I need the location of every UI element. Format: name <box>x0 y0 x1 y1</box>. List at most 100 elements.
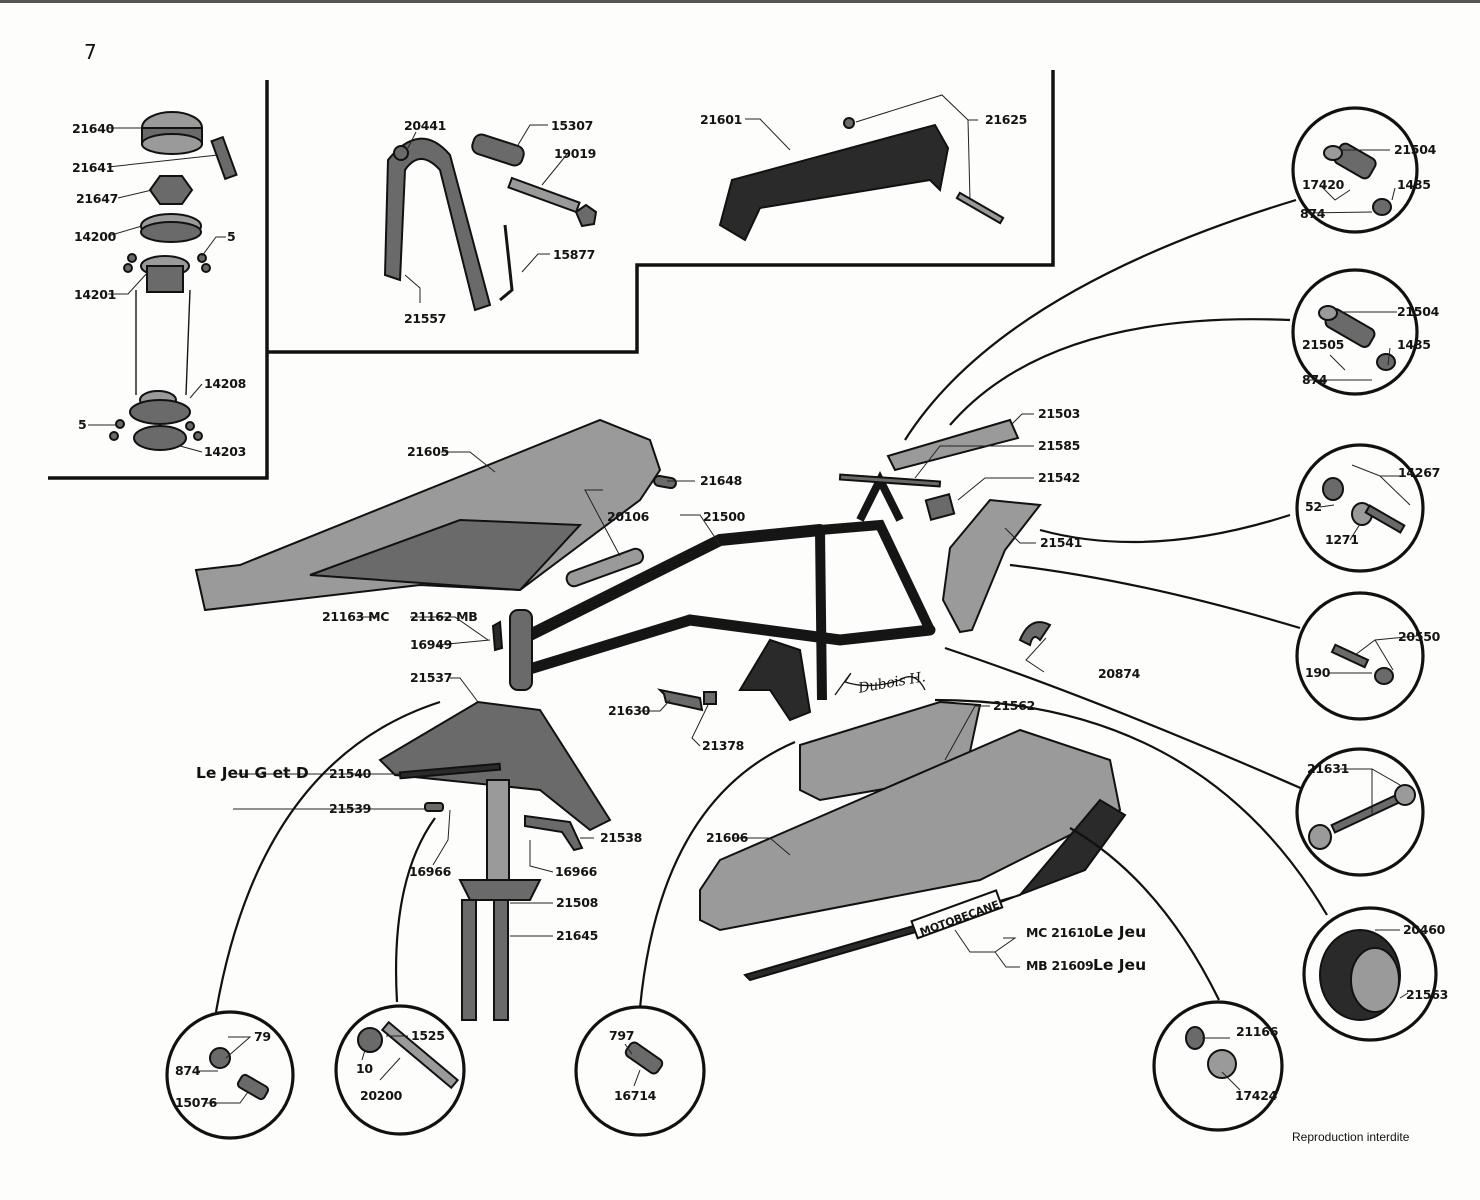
page-top-border <box>0 0 1480 3</box>
label-16966-left: 16966 <box>409 864 451 879</box>
note-le-jeu-g-et-d: Le Jeu G et D <box>196 764 309 782</box>
c1-label-21504: 21504 <box>1394 142 1436 157</box>
label-21162: 21162 MB <box>410 609 478 624</box>
c2-label-1485: 1485 <box>1397 337 1431 352</box>
part-21508-fork-stem <box>486 779 510 881</box>
part-20106-pin <box>565 547 645 588</box>
label-14208: 14208 <box>204 376 246 391</box>
part-14203-race <box>133 425 187 451</box>
label-21537: 21537 <box>410 670 452 685</box>
label-21640: 21640 <box>72 121 114 136</box>
label-21541: 21541 <box>1040 535 1082 550</box>
part-20441-bushing <box>393 145 409 161</box>
c7-label-15076: 15076 <box>175 1095 217 1110</box>
note-le-jeu-21610: Le Jeu <box>1093 923 1147 941</box>
part-21585-rod <box>838 473 942 488</box>
label-21625: 21625 <box>985 112 1027 127</box>
label-21163: 21163 MC <box>322 610 389 624</box>
label-21610-number: 21610 <box>1051 925 1094 940</box>
c2-label-21504: 21504 <box>1397 304 1439 319</box>
part-21601-carrier <box>718 123 950 242</box>
part-21647-nut <box>148 175 194 205</box>
part-21378 <box>703 691 717 705</box>
footer-reproduction-notice: Reproduction interdite <box>1292 1130 1410 1144</box>
note-le-jeu-21609: Le Jeu <box>1093 956 1147 974</box>
label-21503: 21503 <box>1038 406 1080 421</box>
label-5-bottom: 5 <box>78 417 87 432</box>
label-21538: 21538 <box>600 830 642 845</box>
c2-label-874: 874 <box>1302 372 1328 387</box>
label-21601: 21601 <box>700 112 742 127</box>
label-14201: 14201 <box>74 287 116 302</box>
label-16949: 16949 <box>410 637 452 652</box>
c10-label-17424: 17424 <box>1235 1088 1277 1103</box>
label-21610: MC 21610 <box>1026 926 1093 940</box>
part-15307-spacer <box>471 133 525 167</box>
variant-mb: MB <box>456 609 478 624</box>
variant-mc: MC <box>368 609 390 624</box>
headset-parts <box>88 111 238 453</box>
label-21641: 21641 <box>72 160 114 175</box>
label-16966-right: 16966 <box>555 864 597 879</box>
stand-parts <box>383 124 598 312</box>
main-parts <box>194 413 1127 1021</box>
label-15877: 15877 <box>553 247 595 262</box>
part-21648 <box>653 474 677 490</box>
label-21609-number: 21609 <box>1051 958 1094 973</box>
label-21630: 21630 <box>608 703 650 718</box>
c7-label-79: 79 <box>254 1029 271 1044</box>
part-21641-bolt <box>210 135 238 181</box>
label-21542: 21542 <box>1038 470 1080 485</box>
c3-label-14267: 14267 <box>1398 465 1440 480</box>
label-21609: MB 21609 <box>1026 958 1094 973</box>
c7-label-874: 874 <box>175 1063 201 1078</box>
label-19019: 19019 <box>554 146 596 161</box>
part-21606-cover <box>699 728 1122 932</box>
label-21500: 21500 <box>703 509 745 524</box>
variant-mc-21610: MC <box>1026 925 1048 940</box>
label-21585: 21585 <box>1038 438 1080 453</box>
label-21162-number: 21162 <box>410 609 452 624</box>
part-21557-stand <box>383 137 492 312</box>
c6-label-21563: 21563 <box>1406 987 1448 1002</box>
c5-label-21631: 21631 <box>1307 761 1349 776</box>
carrier-parts <box>718 94 1005 242</box>
label-21605: 21605 <box>407 444 449 459</box>
label-20441: 20441 <box>404 118 446 133</box>
c6-label-20460: 20460 <box>1403 922 1445 937</box>
c9-label-16714: 16714 <box>614 1088 656 1103</box>
part-21542 <box>924 493 956 521</box>
c1-label-1485: 1485 <box>1397 177 1431 192</box>
c4-label-20550: 20550 <box>1398 629 1440 644</box>
c8-label-20200: 20200 <box>360 1088 402 1103</box>
label-20874: 20874 <box>1098 666 1140 681</box>
artist-signature-stroke <box>834 672 926 696</box>
label-20106: 20106 <box>607 509 649 524</box>
label-21508: 21508 <box>556 895 598 910</box>
c8-label-1525: 1525 <box>411 1028 445 1043</box>
part-20874 <box>1018 621 1052 647</box>
page-number: 7 <box>84 40 97 64</box>
part-21538-clip <box>524 814 584 852</box>
motobecane-plate <box>910 889 1004 940</box>
c3-label-52: 52 <box>1305 499 1322 514</box>
label-21378: 21378 <box>702 738 744 753</box>
part-21541-flap <box>941 498 1042 634</box>
part-21540-strip <box>398 762 502 780</box>
c1-label-17420: 17420 <box>1302 177 1344 192</box>
label-5-top: 5 <box>227 229 236 244</box>
part-21503-plate <box>886 418 1020 472</box>
callout-arrows <box>214 198 1328 1013</box>
part-21610-21609-strip <box>743 798 1127 982</box>
detail-circle-7 <box>165 1010 295 1140</box>
label-21557: 21557 <box>404 311 446 326</box>
part-21625-nut <box>843 117 855 129</box>
label-21606: 21606 <box>706 830 748 845</box>
part-21630 <box>656 688 704 712</box>
label-21539: 21539 <box>329 801 371 816</box>
label-14200: 14200 <box>74 229 116 244</box>
part-16949 <box>491 620 504 652</box>
inset-box-frame <box>48 70 1055 480</box>
c2-label-21505: 21505 <box>1302 337 1344 352</box>
